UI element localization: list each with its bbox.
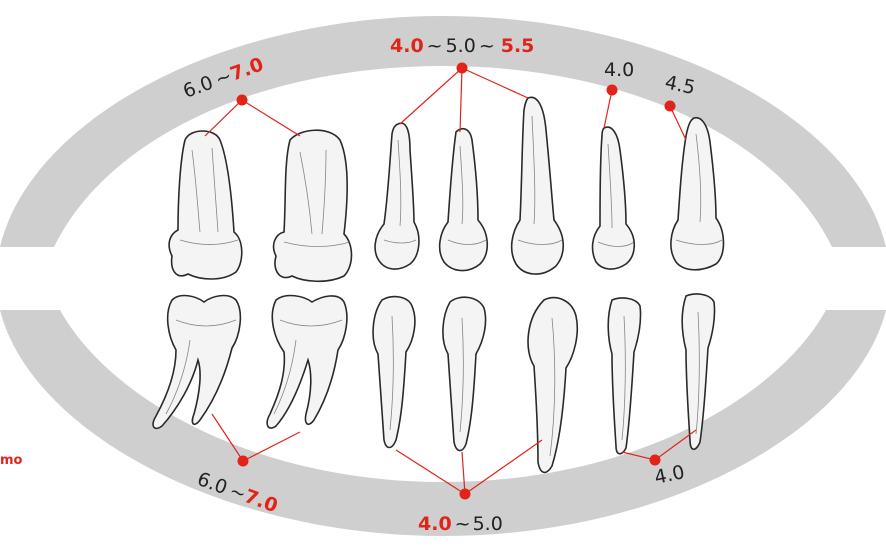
dot-lower-premolar [650, 455, 661, 466]
upper-incisor-2 [440, 129, 488, 271]
label-upper-front: 4.0~5.0~5.5 [390, 35, 534, 57]
lower-canine [528, 298, 577, 473]
label-lower-front: 4.0~5.0 [418, 513, 503, 535]
upper-molar-1 [169, 131, 242, 279]
upper-molar-2 [274, 130, 352, 281]
ring-upper-arc [0, 16, 886, 247]
lower-teeth [153, 294, 714, 472]
gray-ring [0, 16, 886, 536]
upper-premolar-1 [593, 127, 635, 269]
dot-lower-front [460, 489, 471, 500]
label-upper-premolar-1: 4.0 [604, 59, 634, 81]
lower-molar-1 [153, 296, 240, 429]
side-fragment-text: mo [0, 453, 22, 468]
upper-incisor-1 [375, 123, 419, 269]
lower-incisor-1 [373, 297, 415, 448]
dot-upper-front [457, 63, 468, 74]
upper-premolar-2 [671, 118, 724, 270]
dot-upper-premolar-1 [607, 85, 618, 96]
ring-lower-arc [0, 310, 886, 536]
dot-upper-premolar-2 [665, 101, 676, 112]
lower-incisor-2 [443, 297, 486, 450]
dot-upper-molar [237, 95, 248, 106]
upper-canine [512, 97, 564, 274]
upper-teeth [169, 97, 723, 281]
lower-molar-2 [267, 296, 347, 429]
lower-premolar-1 [608, 298, 640, 454]
dot-lower-molar [238, 456, 249, 467]
